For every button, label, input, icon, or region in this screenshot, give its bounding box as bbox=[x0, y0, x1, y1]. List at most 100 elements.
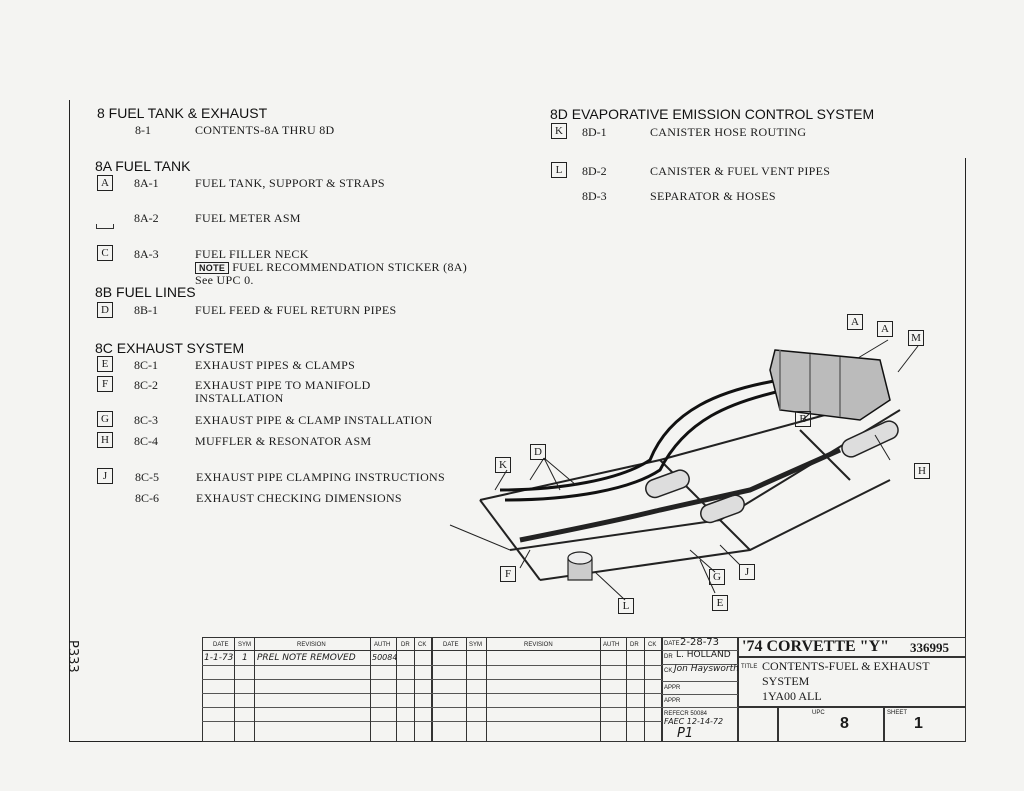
part-number: 336995 bbox=[910, 640, 949, 655]
ref-box: H bbox=[97, 432, 113, 448]
callout-label: G bbox=[709, 569, 725, 585]
callout-label: M bbox=[908, 330, 924, 346]
ref-box: G bbox=[97, 411, 113, 427]
ck-label: CK bbox=[664, 668, 673, 674]
canister bbox=[567, 551, 593, 581]
col-rule bbox=[626, 637, 627, 742]
row-code: 8C-1 bbox=[134, 358, 158, 372]
row-code: 8A-2 bbox=[134, 211, 159, 225]
row-desc: CANISTER HOSE ROUTING bbox=[650, 125, 807, 139]
ref-box: F bbox=[97, 376, 113, 392]
empty-ref-box bbox=[96, 224, 114, 229]
row-code: 8-1 bbox=[135, 123, 151, 137]
sheet-cell bbox=[884, 707, 966, 742]
row-code: 8A-1 bbox=[134, 176, 159, 190]
row-desc: EXHAUST PIPE TO MANIFOLD bbox=[195, 378, 371, 392]
callout-label: J bbox=[739, 564, 755, 580]
title-block: DATE SYM REVISION AUTH DR CK DATE SYM RE… bbox=[202, 637, 966, 742]
ref-box: K bbox=[551, 123, 567, 139]
col-rule bbox=[370, 637, 371, 742]
model-title: '74 CORVETTE "Y" bbox=[742, 638, 889, 655]
frame-rails bbox=[449, 399, 901, 581]
ref-box: A bbox=[97, 175, 113, 191]
revision-table-right bbox=[432, 637, 662, 742]
margin-note: P333 bbox=[65, 640, 80, 673]
row-desc: FUEL METER ASM bbox=[195, 211, 301, 225]
dr-label: DR bbox=[664, 654, 673, 660]
hdr-revision-2: REVISION bbox=[524, 642, 553, 648]
col-rule bbox=[644, 637, 645, 742]
row-desc: EXHAUST PIPE & CLAMP INSTALLATION bbox=[195, 413, 433, 427]
rule bbox=[202, 665, 662, 666]
hdr-sym: SYM bbox=[238, 642, 252, 648]
hdr-dr: DR bbox=[401, 642, 410, 648]
hdr-dr-2: DR bbox=[630, 642, 639, 648]
section-title-exhaust: 8C EXHAUST SYSTEM bbox=[95, 340, 245, 356]
row-desc: FUEL FILLER NECK bbox=[195, 247, 309, 261]
col-rule bbox=[254, 637, 255, 742]
callout-label: D bbox=[530, 444, 546, 460]
sheet-label: SHEET bbox=[887, 710, 908, 716]
leader-lines bbox=[494, 339, 919, 601]
model-cell bbox=[738, 637, 966, 657]
note-text: FUEL RECOMMENDATION STICKER (8A) bbox=[232, 260, 468, 274]
ck-value: Jon Haysworth bbox=[674, 664, 739, 674]
date-label: DATE bbox=[664, 641, 680, 647]
blank-cell bbox=[738, 707, 778, 742]
ref-box: L bbox=[551, 162, 567, 178]
callout-label: F bbox=[500, 566, 516, 582]
appr-label: APPR bbox=[664, 685, 681, 691]
row-code: 8C-6 bbox=[135, 491, 159, 505]
section-title-fuel-lines: 8B FUEL LINES bbox=[95, 284, 196, 300]
chassis-illustration bbox=[449, 339, 919, 601]
hdr-ck: CK bbox=[418, 642, 427, 648]
upc-label: UPC bbox=[812, 710, 825, 716]
col-rule bbox=[486, 637, 487, 742]
title-cell bbox=[738, 657, 966, 707]
dr-value: L. HOLLAND bbox=[676, 650, 731, 660]
callout-label: A bbox=[847, 314, 863, 330]
row-code: 8D-3 bbox=[582, 189, 607, 203]
ref-box: J bbox=[97, 468, 113, 484]
exhaust-system bbox=[519, 420, 899, 543]
row-desc: FUEL TANK, SUPPORT & STRAPS bbox=[195, 176, 385, 190]
row-code: 8C-2 bbox=[134, 378, 158, 392]
rule bbox=[202, 721, 662, 722]
row-code: 8A-3 bbox=[134, 247, 159, 261]
callout-label: E bbox=[712, 595, 728, 611]
see-upc-text: See UPC 0. bbox=[195, 273, 254, 287]
hdr-auth: AUTH bbox=[374, 642, 391, 648]
section-title-evap: 8D EVAPORATIVE EMISSION CONTROL SYSTEM bbox=[550, 106, 875, 122]
row-code: 8C-3 bbox=[134, 413, 158, 427]
title-line3: 1YA00 ALL bbox=[762, 689, 822, 703]
refecr: REFECR 50084 bbox=[664, 711, 708, 717]
sheet-value: 1 bbox=[914, 715, 923, 732]
fuel-lines bbox=[499, 378, 786, 502]
hdr-ck-2: CK bbox=[648, 642, 657, 648]
fuel-tank bbox=[769, 349, 891, 421]
row-desc: FUEL FEED & FUEL RETURN PIPES bbox=[195, 303, 397, 317]
approval-block bbox=[662, 637, 738, 742]
title-label: TITLE bbox=[741, 664, 758, 670]
appr-label: APPR bbox=[664, 698, 681, 704]
rule bbox=[202, 693, 662, 694]
revision-table-left bbox=[202, 637, 432, 742]
header-rule bbox=[202, 650, 662, 651]
col-rule bbox=[414, 637, 415, 742]
row-desc: EXHAUST PIPE CLAMPING INSTRUCTIONS bbox=[196, 470, 445, 484]
note-tag: NOTE bbox=[195, 262, 230, 274]
hdr-auth-2: AUTH bbox=[603, 642, 620, 648]
rev-date: 1-1-73 bbox=[204, 653, 234, 663]
row-code: 8B-1 bbox=[134, 303, 158, 317]
ref-box: D bbox=[97, 302, 113, 318]
title-line1: CONTENTS-FUEL & EXHAUST bbox=[762, 659, 930, 673]
title-line2: SYSTEM bbox=[762, 674, 810, 688]
row-code: 8D-1 bbox=[582, 125, 607, 139]
section-title-fuel-exhaust: 8 FUEL TANK & EXHAUST bbox=[97, 105, 268, 121]
callout-label: A bbox=[877, 321, 893, 337]
frame-left bbox=[69, 100, 70, 742]
row-desc: CONTENTS-8A THRU 8D bbox=[195, 123, 335, 137]
callout-label: H bbox=[914, 463, 930, 479]
row-desc-cont: INSTALLATION bbox=[195, 391, 284, 405]
